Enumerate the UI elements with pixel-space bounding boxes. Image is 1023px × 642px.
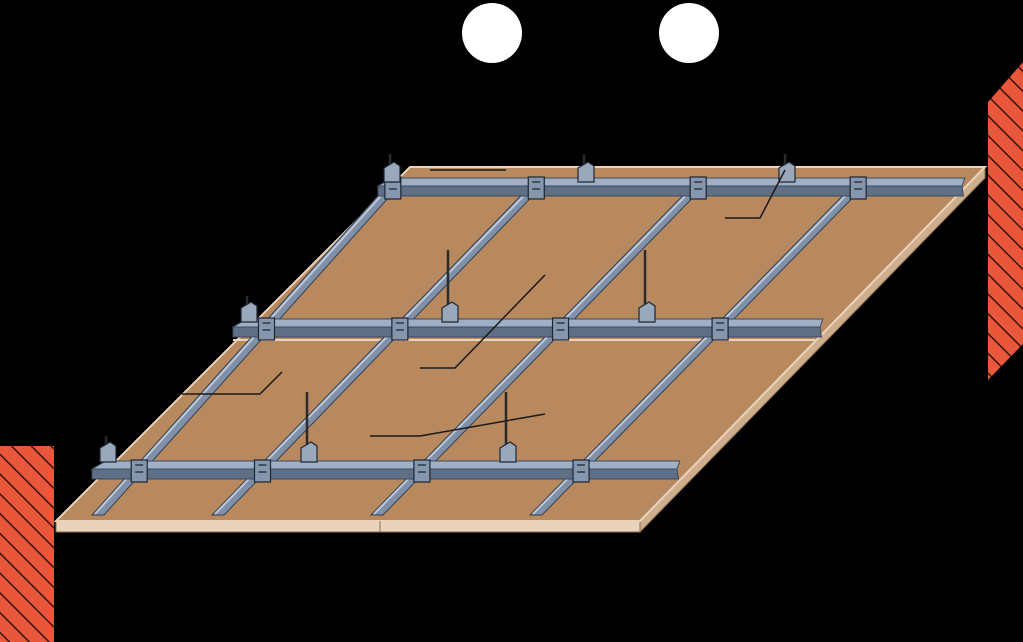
connector-clip-detail xyxy=(258,464,267,473)
ceiling-board-layer xyxy=(53,165,988,534)
connector-clip xyxy=(257,317,276,341)
furring-channel-highlight xyxy=(94,177,398,515)
callout-markers xyxy=(462,3,719,63)
furring-channel-highlight xyxy=(214,177,542,515)
leader-line xyxy=(370,413,546,437)
connector-clip-detail xyxy=(556,322,565,331)
connector-clip xyxy=(253,459,272,483)
connector-clip xyxy=(572,459,590,483)
main-channel xyxy=(232,326,822,338)
furring-channel-highlight xyxy=(532,177,864,515)
connector-clip xyxy=(849,176,867,200)
main-channel xyxy=(91,468,679,480)
wall-left xyxy=(0,446,54,642)
connector-clip xyxy=(413,459,431,483)
connector-clip-detail xyxy=(532,181,541,190)
wall-right xyxy=(988,62,1023,380)
connector-clip xyxy=(689,176,707,200)
connector-clip-detail xyxy=(716,322,725,331)
hanger-clip xyxy=(99,441,117,463)
hanger-clip xyxy=(499,441,517,463)
main-channel-top xyxy=(376,177,966,187)
furring-channel-highlight xyxy=(373,177,704,515)
hanger-clip xyxy=(778,161,796,183)
connector-clip xyxy=(391,317,409,341)
leader-line xyxy=(420,274,546,369)
furring-channel-layer xyxy=(90,177,874,516)
connector-clip-detail xyxy=(262,322,271,331)
connector-clip xyxy=(551,317,570,341)
connector-clip-detail xyxy=(577,464,586,473)
callout-marker-icon xyxy=(659,3,719,63)
leader-lines-layer xyxy=(178,169,786,437)
connector-clip xyxy=(527,176,545,200)
hanger-clip xyxy=(638,301,656,323)
hanger-clip xyxy=(300,441,318,463)
connector-clip-detail xyxy=(417,464,426,473)
connector-clip-detail xyxy=(135,464,144,473)
ceiling-board-edge-front xyxy=(55,520,641,533)
leader-line xyxy=(178,371,283,395)
hanger-clip xyxy=(383,161,401,183)
connector-clip-detail xyxy=(395,322,404,331)
connector-clip xyxy=(130,459,148,483)
connector-clip-detail xyxy=(694,181,703,190)
main-channel-top xyxy=(231,318,824,328)
hanger-clip xyxy=(441,301,459,323)
main-channel-top xyxy=(90,460,681,470)
hanger-layer xyxy=(99,154,867,483)
callout-marker-icon xyxy=(462,3,522,63)
hanger-clip xyxy=(240,301,258,323)
hanger-clip xyxy=(577,161,595,183)
ceiling-board xyxy=(53,166,988,522)
main-channel xyxy=(377,185,964,197)
connector-clip-detail xyxy=(854,181,863,190)
connector-clip xyxy=(711,317,729,341)
leader-line xyxy=(725,169,786,219)
main-channel-layer xyxy=(90,177,966,480)
walls-layer xyxy=(0,62,1023,642)
